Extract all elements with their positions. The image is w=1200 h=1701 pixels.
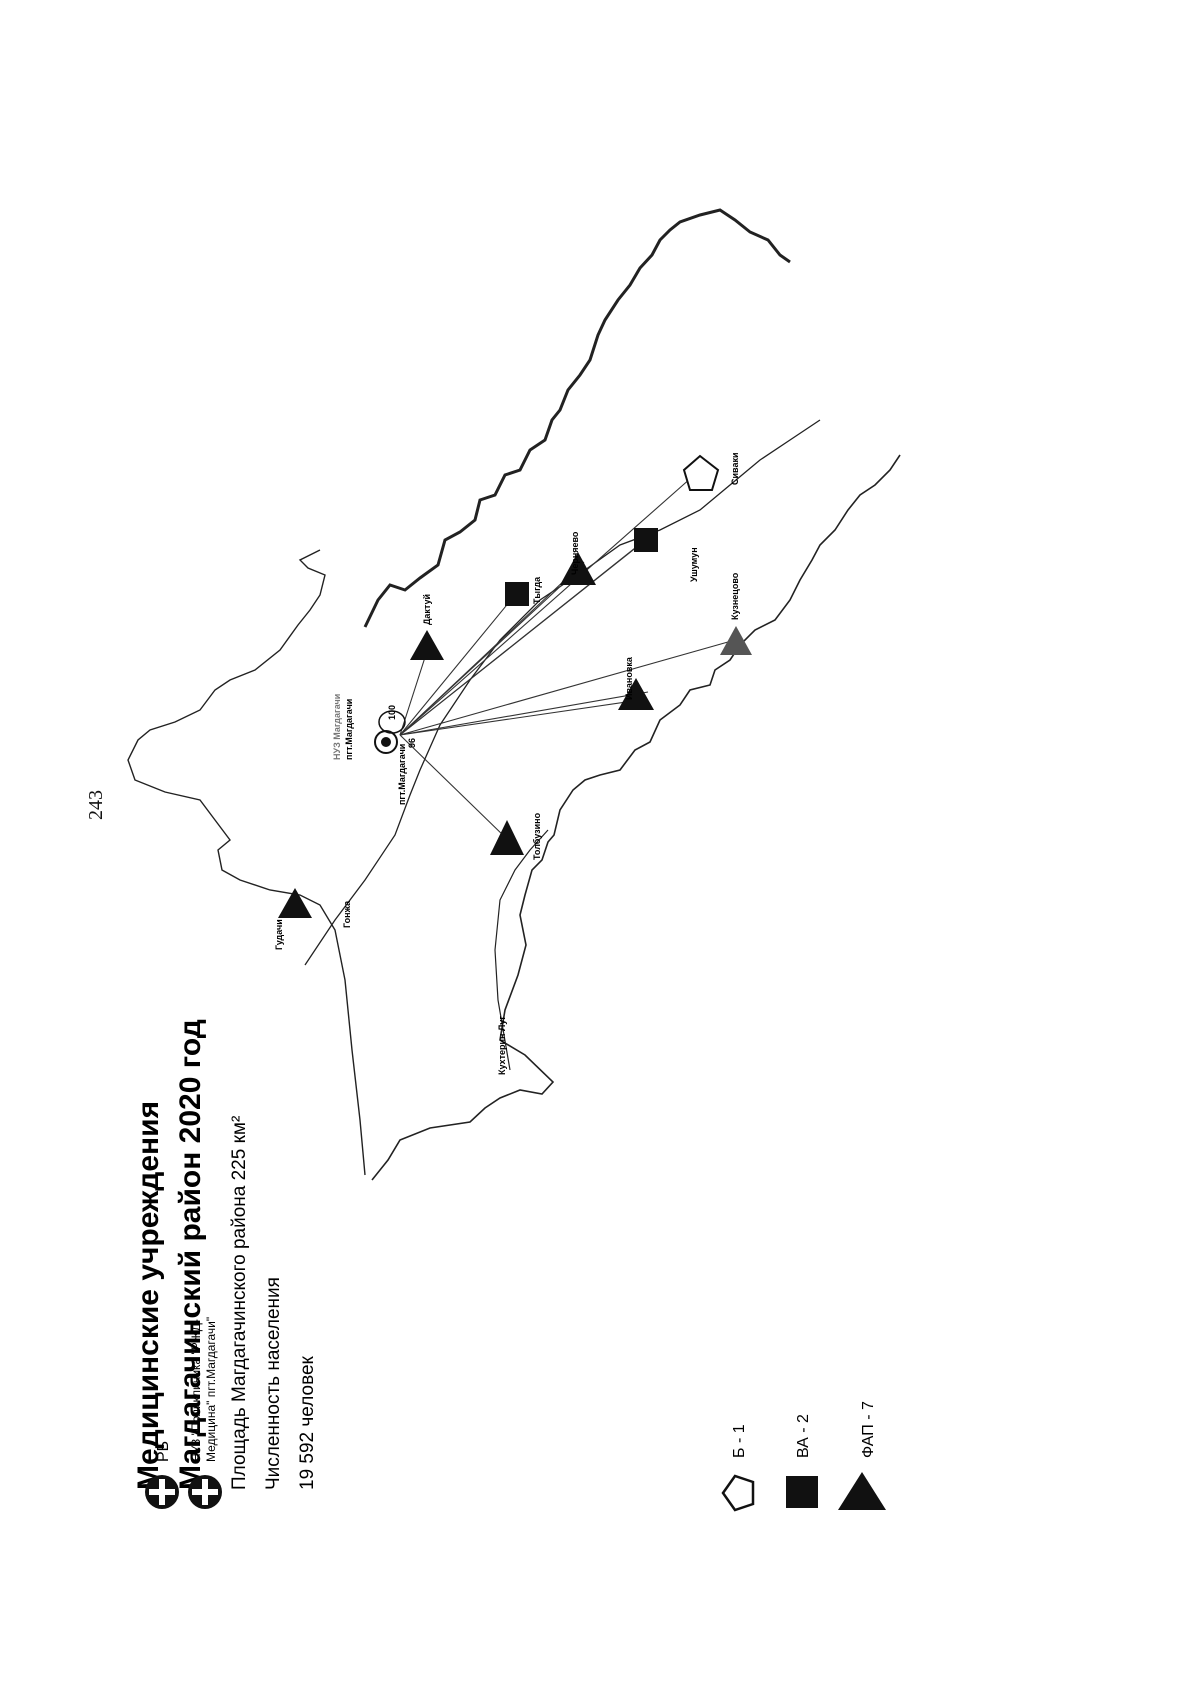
settlement-tolbuzino: Толбузино <box>490 812 542 860</box>
label-ushumun: Ушумун <box>689 547 699 582</box>
label-kuznetsovo: Кузнецово <box>730 572 740 620</box>
south-river <box>494 829 549 1071</box>
settlement-dactuy: Дактуй <box>410 594 444 660</box>
label-chernyaevo: Черняево <box>570 531 580 575</box>
legend: РБ НУЗ "Поликлиника "РЖД- Медицина" пгт.… <box>145 1317 886 1512</box>
legend-nuz-label-line2: Медицина" пгт.Магдагачи" <box>204 1317 218 1462</box>
connections <box>399 469 736 839</box>
settlement-gonzha: Гонжа <box>342 900 352 928</box>
nuz-map-label-line1: НУЗ Магдагачи <box>332 694 342 760</box>
magdagachi-center: пгт.Магдагачи НУЗ Магдагачи пгт.Магдагач… <box>332 694 417 805</box>
legend-fap-label: ФАП - 7 <box>860 1401 877 1458</box>
west-border <box>127 549 366 1176</box>
settlement-sivaki: Сиваки <box>682 453 740 491</box>
nuz-map-label-line2: пгт.Магдагачи <box>344 699 354 760</box>
hospital-cross-icon <box>145 1475 179 1509</box>
legend-nuz-label-line1: НУЗ "Поликлиника "РЖД- <box>189 1319 203 1462</box>
triangle-icon <box>618 678 654 710</box>
page-title-line2: Магдагачинский район 2020 год <box>174 1019 207 1490</box>
label-dactuy: Дактуй <box>422 594 432 625</box>
legend-rb: РБ <box>145 1441 179 1509</box>
pentagon-icon <box>682 454 720 491</box>
settlement-gudachi: Гудачи <box>274 888 312 950</box>
legend-va-label: ВА - 2 <box>795 1414 812 1458</box>
hospital-cross-icon <box>188 1475 222 1509</box>
district-border <box>371 454 901 1181</box>
square-icon <box>786 1476 818 1508</box>
legend-rb-label: РБ <box>155 1441 172 1462</box>
distance-100: 100 <box>387 705 397 720</box>
population-value: 19 592 человек <box>297 1355 318 1490</box>
triangle-icon <box>278 888 312 918</box>
page-title-line1: Медицинские учреждения <box>132 1101 165 1490</box>
legend-b: Б - 1 <box>721 1424 755 1512</box>
river-border <box>363 208 791 628</box>
legend-va: ВА - 2 <box>786 1414 818 1508</box>
settlements: Гудачи Гонжа Толбузино Дактуй Тыгда Черн… <box>274 453 752 1075</box>
settlement-ushumun: Ушумун <box>634 528 699 582</box>
distance-96: 96 <box>407 738 417 748</box>
triangle-icon <box>490 820 524 855</box>
label-gudachi: Гудачи <box>274 919 284 950</box>
settlement-kuznetsovo: Кузнецово <box>720 572 752 655</box>
settlement-tygda: Тыгда <box>505 576 542 606</box>
triangle-icon <box>838 1472 886 1510</box>
settlement-bottom: Кухтерин Луг <box>497 1016 507 1075</box>
triangle-icon <box>410 630 444 660</box>
area-text: Площадь Магдагачинского района 225 км² <box>229 1116 250 1490</box>
legend-fap: ФАП - 7 <box>838 1401 886 1510</box>
label-sivaki: Сиваки <box>730 453 740 486</box>
title-block: Медицинские учреждения Магдагачинский ра… <box>132 1019 318 1490</box>
settlement-ivanovka: Ивановка <box>618 656 654 710</box>
label-ivanovka: Ивановка <box>624 656 634 700</box>
label-tolbuzino: Толбузино <box>532 812 542 860</box>
map-area <box>127 208 901 1181</box>
population-label: Численность населения <box>263 1277 284 1490</box>
railway-line <box>304 419 821 966</box>
legend-nuz: НУЗ "Поликлиника "РЖД- Медицина" пгт.Маг… <box>188 1317 222 1509</box>
triangle-icon <box>720 626 752 655</box>
label-tygda: Тыгда <box>532 576 542 604</box>
pentagon-icon <box>721 1474 755 1512</box>
center-label: пгт.Магдагачи <box>397 744 407 805</box>
settlement-chernyaevo: Черняево <box>560 531 596 585</box>
square-icon <box>505 582 529 606</box>
legend-b-label: Б - 1 <box>731 1424 748 1458</box>
label-bottom-place: Кухтерин Луг <box>497 1016 507 1075</box>
square-icon <box>634 528 658 552</box>
label-gonzha: Гонжа <box>342 900 352 928</box>
triangle-icon <box>560 552 596 585</box>
